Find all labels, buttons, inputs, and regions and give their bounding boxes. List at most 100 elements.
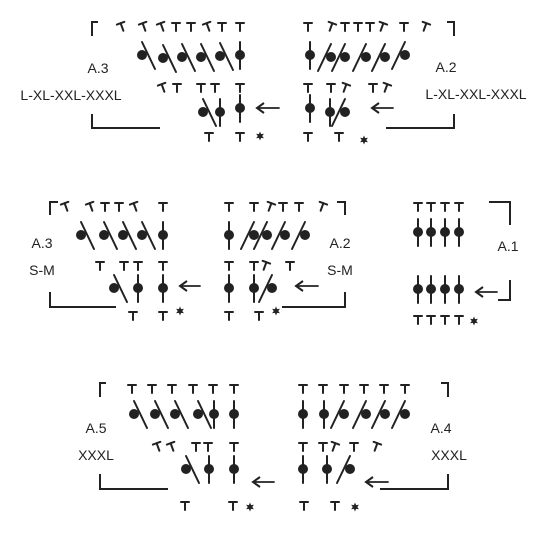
stitch-dot [137, 230, 147, 240]
stitch-dot [158, 53, 168, 63]
chart-size-a3-small: S-M [29, 262, 55, 278]
stitch-dot [300, 230, 310, 240]
stitch-dot [137, 50, 147, 60]
stitch-dot [235, 50, 245, 60]
chart-size-a2-small: S-M [327, 262, 353, 278]
stitch-dot [440, 227, 450, 237]
stitch-dot [413, 227, 423, 237]
stitch-with-dot-symbol [291, 221, 306, 250]
stitch-symbol [422, 22, 428, 32]
chart-frame [91, 114, 160, 129]
stitch-dot [322, 464, 332, 474]
stitch-dot [340, 107, 350, 117]
stitch-with-dot-symbol [200, 43, 215, 72]
star-icon [351, 502, 359, 512]
chart-frame [441, 382, 449, 397]
stitch-with-dot-symbol [103, 221, 118, 250]
stitch-symbol [267, 202, 273, 212]
stitch-with-dot-symbol [181, 43, 196, 72]
star-icon [256, 131, 264, 141]
stitch-dot [224, 230, 234, 240]
chart-label-a3-large: A.3 [87, 60, 108, 76]
star-icon [246, 502, 254, 512]
stitch-symbol [342, 83, 348, 93]
chart-label-a2-small: A.2 [329, 235, 350, 251]
stitch-dot [361, 409, 371, 419]
stitch-symbol [159, 22, 165, 32]
stitch-dot [170, 409, 180, 419]
stitch-with-dot-symbol [141, 221, 156, 250]
stitch-symbol [379, 22, 385, 32]
stitch-dot [209, 409, 219, 419]
chart-frame [282, 292, 346, 308]
stitch-with-dot-symbol [202, 98, 217, 127]
stitch-dot [249, 230, 259, 240]
stitch-with-dot-symbol [391, 41, 406, 70]
stitch-symbol [331, 442, 337, 452]
stitch-with-dot-symbol [162, 44, 177, 73]
stitch-dot [305, 103, 315, 113]
stitch-symbol [205, 22, 211, 32]
stitch-with-dot-symbol [331, 98, 346, 127]
stitch-dot [454, 227, 464, 237]
arrow-left-icon [178, 280, 188, 292]
stitch-symbol [373, 442, 379, 452]
stitch-dot [440, 284, 450, 294]
stitch-dot [177, 52, 187, 62]
stitch-with-dot-symbol [391, 400, 406, 429]
star-icon [470, 316, 478, 326]
stitch-dot [426, 227, 436, 237]
stitch-symbol [88, 202, 94, 212]
stitch-dot [400, 409, 410, 419]
stitch-symbol [119, 22, 125, 32]
stitch-with-dot-symbol [371, 400, 386, 429]
stitch-with-dot-symbol [141, 41, 156, 70]
star-icon [272, 306, 280, 316]
stitch-dot [129, 409, 139, 419]
stitch-dot [158, 230, 168, 240]
stitch-dot [235, 103, 245, 113]
chart-frame [49, 292, 116, 308]
stitch-dot [215, 51, 225, 61]
stitch-dot [181, 464, 191, 474]
stitch-dot [76, 230, 86, 240]
stitch-symbol [141, 22, 147, 32]
stitch-dot [326, 52, 336, 62]
chart-label-a4: A.4 [430, 420, 451, 436]
stitch-with-dot-symbol [240, 221, 255, 250]
stitch-dot [345, 464, 355, 474]
stitch-with-dot-symbol [352, 43, 367, 72]
stitch-symbol [63, 202, 69, 212]
stitch-with-dot-symbol [271, 221, 286, 250]
stitch-symbol [160, 83, 166, 93]
chart-label-a5: A.5 [85, 420, 106, 436]
chart-frame [337, 201, 346, 215]
stitch-dot [109, 283, 119, 293]
stitch-dot [380, 52, 390, 62]
stitch-with-dot-symbol [253, 221, 268, 250]
stitch-symbol [328, 22, 334, 32]
chart-frame [498, 280, 511, 301]
arrow-left-icon [474, 286, 484, 298]
stitch-dot [413, 284, 423, 294]
stitch-with-dot-symbol [174, 400, 189, 429]
stitch-dot [426, 284, 436, 294]
stitch-dot [249, 283, 259, 293]
chart-frame [49, 201, 58, 215]
star-icon [176, 306, 184, 316]
stitch-symbol [383, 83, 389, 93]
stitch-with-dot-symbol [352, 400, 367, 429]
stitch-dot [150, 409, 160, 419]
chart-label-a1: A.1 [497, 238, 518, 254]
stitch-dot [99, 230, 109, 240]
stitch-dot [267, 283, 277, 293]
arrow-left-icon [255, 102, 265, 114]
stitch-dot [339, 409, 349, 419]
stitch-dot [400, 50, 410, 60]
stitch-with-dot-symbol [133, 400, 148, 429]
stitch-dot [319, 409, 329, 419]
chart-frame [91, 21, 98, 36]
stitch-with-dot-symbol [197, 400, 212, 429]
stitch-dot [325, 107, 335, 117]
